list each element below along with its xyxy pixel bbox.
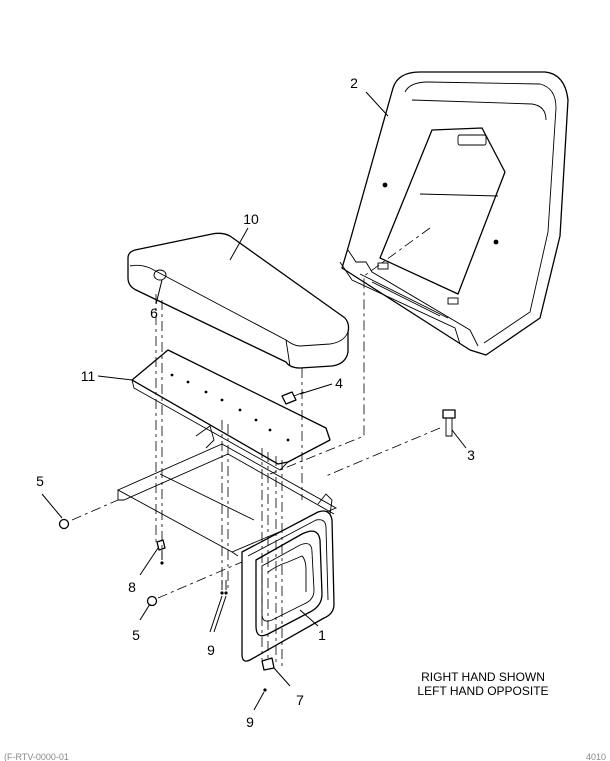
callout-labels: 2 10 6 11 4 3 5 8 5 1 9 7 9 [36,75,475,730]
fasteners [58,391,456,692]
footer-code-left: (F-RTV-0000-01 [4,752,69,761]
orientation-note: RIGHT HAND SHOWN LEFT HAND OPPOSITE [417,670,548,698]
callout-3: 3 [467,447,475,463]
callout-5-upper: 5 [36,473,44,489]
assembly-centerlines [71,227,441,666]
callout-11: 11 [81,368,96,384]
seat-pan-part [131,349,331,471]
callout-8: 8 [128,579,136,595]
leader-lines [41,91,467,711]
seat-cushion-part [127,232,350,369]
callout-2: 2 [350,75,358,91]
callout-9-lower: 9 [246,714,254,730]
callout-4: 4 [335,375,343,391]
callout-7: 7 [296,692,304,708]
note-line-2: LEFT HAND OPPOSITE [417,684,548,698]
callout-5-lower: 5 [132,627,140,643]
callout-6: 6 [150,305,158,321]
callout-10: 10 [243,211,259,227]
side-panel-part [241,493,335,662]
footer-code-right: 4010 [586,752,606,761]
callout-9-upper: 9 [207,642,215,658]
seat-back-part [339,71,569,356]
note-line-1: RIGHT HAND SHOWN [421,670,545,684]
callout-1: 1 [318,627,326,643]
